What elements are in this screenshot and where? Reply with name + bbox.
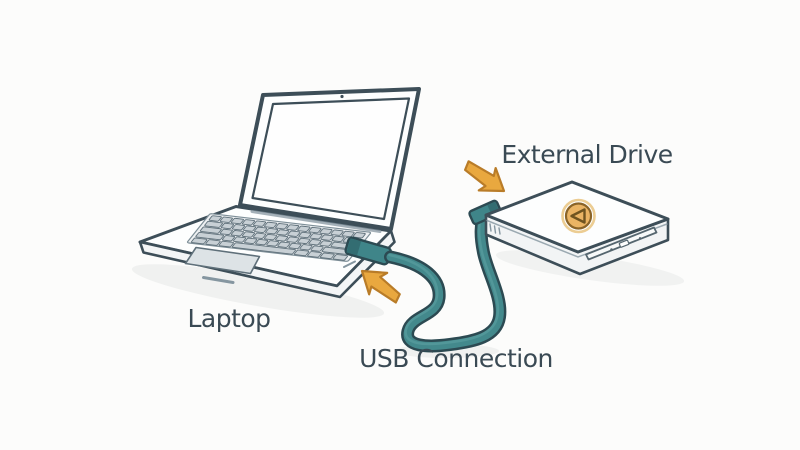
keyboard-key <box>219 241 234 247</box>
usb-plug-collar <box>346 238 362 256</box>
keyboard-key <box>233 237 246 243</box>
laptop-front-notch <box>202 276 235 284</box>
keyboard-key <box>309 233 322 239</box>
keyboard-key <box>253 221 266 227</box>
arrow-icon-laptop-port <box>360 269 401 304</box>
keyboard-key <box>298 232 311 238</box>
laptop-screen <box>251 97 411 221</box>
keyboard-key <box>288 243 301 249</box>
cable-body <box>386 207 504 350</box>
keyboard-key <box>308 239 321 245</box>
keyboard-key <box>332 236 345 242</box>
laptop-trackpad <box>184 246 261 275</box>
usb-connection-label: USB Connection <box>359 344 553 373</box>
keyboard-key <box>231 230 244 236</box>
laptop-keyboard-keys <box>191 216 366 261</box>
drive-logo-triangle-icon <box>561 198 596 234</box>
laptop-side-port <box>343 260 356 268</box>
keyboard-key <box>319 229 332 235</box>
keyboard-key <box>275 223 288 229</box>
laptop-label: Laptop <box>187 304 270 333</box>
keyboard-key <box>255 239 268 245</box>
keyboard-key <box>253 233 266 239</box>
keyboard-key <box>264 222 277 228</box>
keyboard-key <box>307 251 322 257</box>
laptop-shadow <box>131 264 385 318</box>
keyboard-key <box>275 236 288 242</box>
keyboard-key <box>287 231 300 237</box>
keyboard-key <box>254 227 267 233</box>
keyboard-key <box>232 224 245 230</box>
keyboard-key <box>242 220 255 226</box>
keyboard-key <box>242 232 255 238</box>
eject-button <box>618 239 630 248</box>
keyboard-key <box>200 227 222 234</box>
drive-vent-lines <box>489 223 501 235</box>
keyboard-key <box>191 238 207 244</box>
keyboard-key <box>294 250 309 256</box>
cable-highlight <box>388 208 500 346</box>
keyboard-key <box>333 254 348 260</box>
keyboard-key <box>342 231 355 237</box>
drive-disc-slot <box>585 226 658 261</box>
keyboard-key <box>265 228 278 234</box>
drive-indicator-dot <box>610 248 613 251</box>
keyboard-key <box>222 235 235 241</box>
keyboard-key <box>310 246 323 252</box>
logo-circle <box>564 202 593 230</box>
webcam-icon <box>340 94 344 99</box>
keyboard-key <box>264 234 277 240</box>
keyboard-key <box>330 230 343 236</box>
laptop-hinge <box>250 210 382 233</box>
keyboard-key <box>277 242 290 248</box>
keyboard-key <box>308 227 321 233</box>
logo-outer-ring <box>561 198 596 234</box>
keyboard-key <box>353 232 366 238</box>
laptop-illustration <box>138 87 421 299</box>
keyboard-key <box>320 253 335 259</box>
keyboard-key <box>195 232 224 239</box>
laptop-base-edge <box>138 229 396 299</box>
keyboard-key <box>205 240 220 246</box>
keyboard-key <box>209 216 222 222</box>
keyboard-key <box>286 237 299 243</box>
keyboard-key <box>299 244 312 250</box>
keyboard-key <box>231 218 244 224</box>
drive-indicator-dot <box>639 237 641 239</box>
keyboard-key <box>204 221 223 227</box>
keyboard-key <box>297 226 310 232</box>
keyboard-key <box>221 223 234 229</box>
arrow-icon-drive-port <box>463 160 506 193</box>
logo-triangle <box>570 208 586 224</box>
keyboard-key <box>244 238 257 244</box>
keyboard-key <box>220 229 233 235</box>
keyboard-key <box>297 238 310 244</box>
keyboard-key <box>220 217 233 223</box>
usb-cable <box>384 205 507 353</box>
keyboard-key <box>276 230 289 236</box>
external-drive-illustration <box>484 180 670 276</box>
keyboard-key <box>319 241 332 247</box>
keyboard-key <box>243 226 256 232</box>
keyboard-key <box>266 241 279 247</box>
keyboard-key <box>286 225 299 231</box>
keyboard-key <box>232 243 296 255</box>
external-drive-label: External Drive <box>501 140 672 169</box>
keyboard-key <box>320 235 333 241</box>
